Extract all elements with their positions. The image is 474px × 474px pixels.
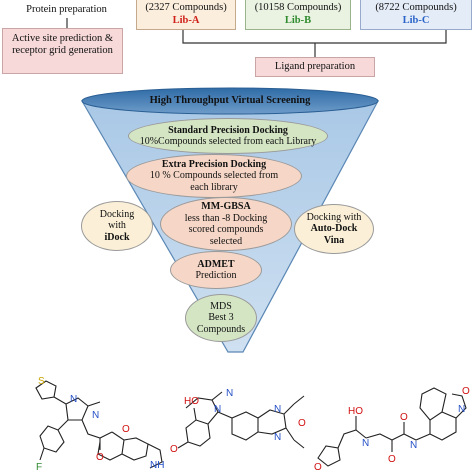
mol2-atom-o1: O xyxy=(170,444,178,455)
mol1-atom-nh: NH xyxy=(150,460,164,471)
mol2-atom-n3: N xyxy=(274,404,281,415)
mol3-atom-n3: N xyxy=(458,404,465,415)
molecule-1 xyxy=(35,380,163,469)
idock-oval: Docking with iDock xyxy=(81,201,153,251)
mol2-atom-ho: HO xyxy=(184,396,199,407)
extra-precision-desc: 10 % Compounds selected from each librar… xyxy=(149,170,279,193)
library-a-box: (2327 Compounds) Lib-A xyxy=(136,0,236,30)
autodock-vina-name: Auto-Dock Vina xyxy=(310,223,358,246)
admet-oval: ADMET Prediction xyxy=(170,251,262,289)
idock-name: iDock xyxy=(104,231,130,243)
mol1-atom-f: F xyxy=(36,462,42,473)
library-b-box: (10158 Compounds) Lib-B xyxy=(245,0,351,30)
active-site-box: Active site prediction & receptor grid g… xyxy=(2,28,123,74)
mol2-atom-o2: O xyxy=(298,418,306,429)
mol3-atom-o2: O xyxy=(388,454,396,465)
standard-precision-title: Standard Precision Docking xyxy=(168,124,288,136)
mol2-atom-n1: N xyxy=(226,388,233,399)
library-b-count: (10158 Compounds) xyxy=(254,2,342,13)
mol1-atom-s: S xyxy=(38,376,45,387)
mol3-atom-o1: O xyxy=(314,462,322,473)
mol2-atom-n2: N xyxy=(214,404,221,415)
library-a-name: Lib-A xyxy=(172,15,200,26)
library-b-name: Lib-B xyxy=(284,15,312,26)
mol3-atom-o3: O xyxy=(400,412,408,423)
ligand-preparation-box: Ligand preparation xyxy=(255,57,375,77)
library-a-count: (2327 Compounds) xyxy=(145,2,227,13)
mol3-atom-ho: HO xyxy=(348,406,363,417)
molecule-2 xyxy=(177,391,305,449)
extra-precision-oval: Extra Precision Docking 10 % Compounds s… xyxy=(126,154,302,198)
mol1-atom-o1: O xyxy=(96,452,104,463)
ligand-preparation-label: Ligand preparation xyxy=(274,61,356,72)
mol3-atom-o4: O xyxy=(462,386,470,397)
mds-desc: Best 3 Compounds xyxy=(196,312,246,335)
autodock-vina-prefix: Docking with xyxy=(306,211,362,223)
mol2-atom-n4: N xyxy=(274,432,281,443)
mol1-atom-n2: N xyxy=(92,410,99,421)
mol1-atom-o2: O xyxy=(122,424,130,435)
autodock-vina-oval: Docking with Auto-Dock Vina xyxy=(294,204,374,254)
mds-oval: MDS Best 3 Compounds xyxy=(185,294,257,342)
protein-preparation-box: Protein preparation xyxy=(0,0,133,18)
active-site-label: Active site prediction & receptor grid g… xyxy=(11,33,114,56)
mds-title: MDS xyxy=(210,300,232,312)
mol1-atom-n1: N xyxy=(70,394,77,405)
library-c-count: (8722 Compounds) xyxy=(375,2,457,13)
standard-precision-desc: 10%Compounds selected from each Library xyxy=(139,136,317,147)
protein-preparation-label: Protein preparation xyxy=(26,4,107,15)
admet-desc: Prediction xyxy=(195,270,237,281)
molecule-3 xyxy=(317,387,467,467)
idock-prefix: Docking with xyxy=(99,208,135,232)
mol3-atom-n2: N xyxy=(410,440,417,451)
admet-title: ADMET xyxy=(197,258,235,270)
library-c-box: (8722 Compounds) Lib-C xyxy=(360,0,472,30)
funnel-title: High Throughput Virtual Screening xyxy=(149,95,311,106)
mm-gbsa-title: MM-GBSA xyxy=(201,201,251,212)
mm-gbsa-desc: less than -8 Docking scored compounds se… xyxy=(184,212,268,247)
library-c-name: Lib-C xyxy=(402,15,430,26)
extra-precision-title: Extra Precision Docking xyxy=(161,158,267,170)
mol3-atom-n1: N xyxy=(362,438,369,449)
